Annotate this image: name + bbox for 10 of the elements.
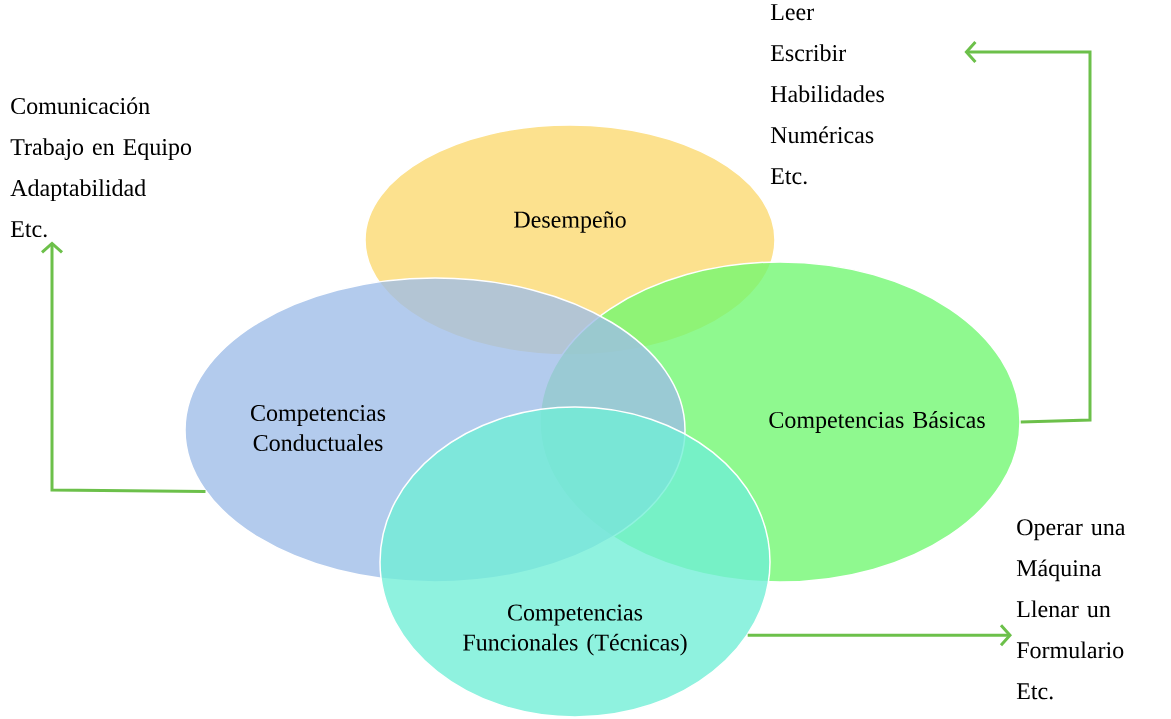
- item-list: Leer Escribir Habilidades Numéricas Etc.: [770, 4, 884, 185]
- ellipse-label: Competencias Conductuales: [251, 404, 386, 452]
- item-list: Operar una Máquina Llenar un Formulario Etc.: [1016, 519, 1126, 700]
- item-list: Comunicación Trabajo en Equipo Adaptabilidad Etc.: [10, 97, 192, 238]
- arrow: [41, 241, 206, 493]
- ellipse-label: Competencias Básicas: [769, 411, 985, 433]
- arrow: [964, 41, 1092, 424]
- ellipse-label: Competencias Funcionales (Técnicas): [463, 604, 687, 656]
- ellipse-label: Desempeño: [514, 211, 626, 233]
- arrow: [747, 624, 1012, 647]
